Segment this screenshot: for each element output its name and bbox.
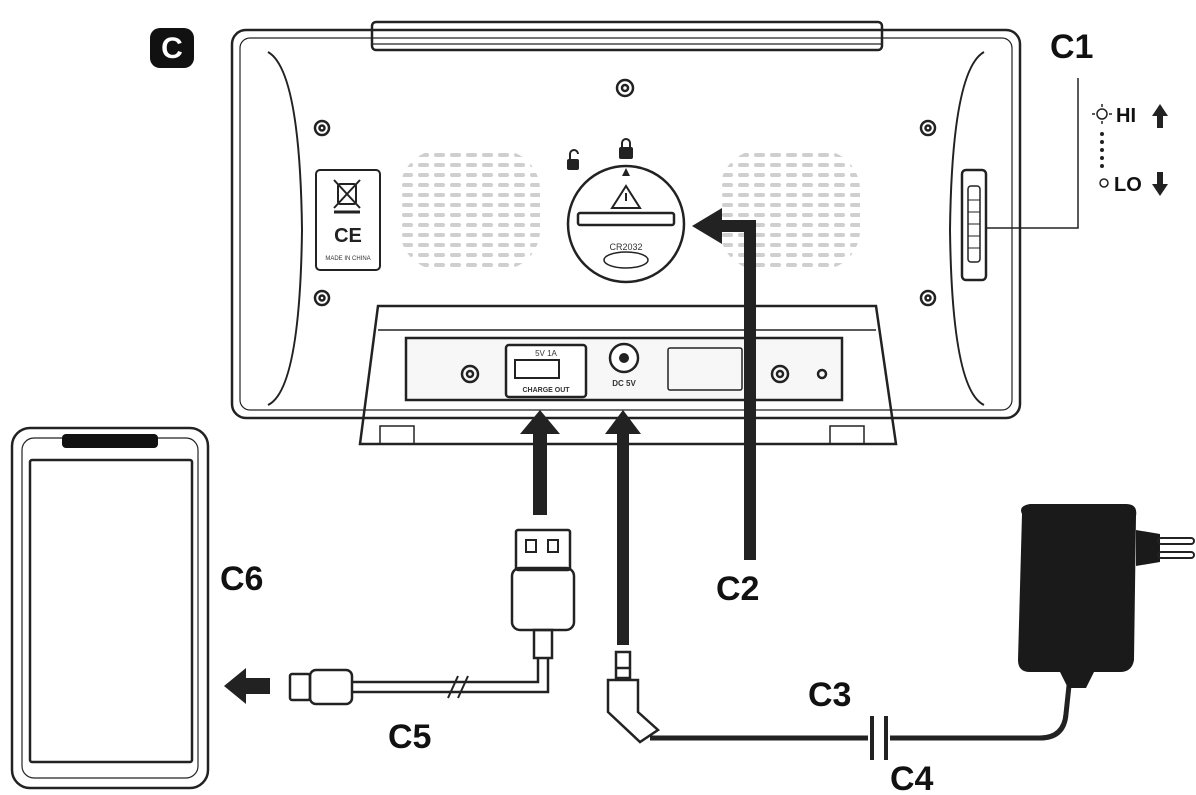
battery-cover: CR2032 — [566, 164, 686, 284]
label-c3: C3 — [808, 676, 851, 714]
c1-callout-line — [986, 78, 1079, 229]
usb-port: 5V 1A CHARGE OUT — [504, 343, 588, 399]
device-rear-body — [230, 20, 1022, 420]
warning-triangle-icon — [610, 184, 642, 209]
battery-type-text: CR2032 — [609, 242, 642, 252]
usb-arrow — [520, 410, 560, 515]
to-phone-arrow — [224, 668, 270, 704]
arrow-down-icon — [1152, 172, 1168, 196]
power-adapter — [1018, 504, 1195, 688]
lock-icon — [619, 138, 633, 159]
unlock-icon — [567, 149, 579, 170]
brightness-lo-text: LO — [1114, 174, 1142, 196]
battery-arrow — [720, 220, 756, 560]
label-c1: C1 — [1050, 28, 1093, 66]
dc-arrow — [605, 410, 641, 645]
certification-label: CE MADE IN CHINA — [315, 169, 381, 271]
usb-rating-text: 5V 1A — [535, 349, 557, 358]
scale-dots — [1100, 132, 1104, 168]
speaker-grille-left — [400, 150, 540, 270]
brightness-scale: HI LO — [1092, 104, 1168, 196]
brightness-slider — [960, 168, 988, 282]
section-badge: C — [150, 28, 194, 68]
usb-port-text: CHARGE OUT — [522, 387, 570, 394]
brightness-hi-text: HI — [1116, 105, 1136, 127]
lock-pointer-icon — [622, 168, 630, 176]
dc-plug — [606, 650, 661, 744]
cable-split-marker — [870, 716, 888, 760]
arrow-up-icon — [1152, 104, 1168, 128]
smartphone — [10, 426, 210, 790]
label-c5: C5 — [388, 718, 431, 756]
label-c2: C2 — [716, 570, 759, 608]
sun-lo-icon — [1099, 178, 1109, 188]
adapter-cable — [650, 675, 1073, 741]
ce-mark: CE — [334, 225, 362, 247]
sun-hi-icon — [1092, 104, 1112, 124]
usb-cable — [288, 528, 576, 706]
weee-bin-icon — [333, 179, 361, 214]
label-c6: C6 — [220, 560, 263, 598]
section-badge-letter: C — [161, 32, 183, 65]
label-c4: C4 — [890, 760, 934, 795]
made-in-text: MADE IN CHINA — [325, 256, 370, 262]
dc-input-jack: DC 5V — [608, 342, 640, 388]
battery-arrowhead — [692, 208, 722, 244]
speaker-grille-right — [720, 150, 860, 270]
dc-input-text: DC 5V — [612, 379, 636, 388]
